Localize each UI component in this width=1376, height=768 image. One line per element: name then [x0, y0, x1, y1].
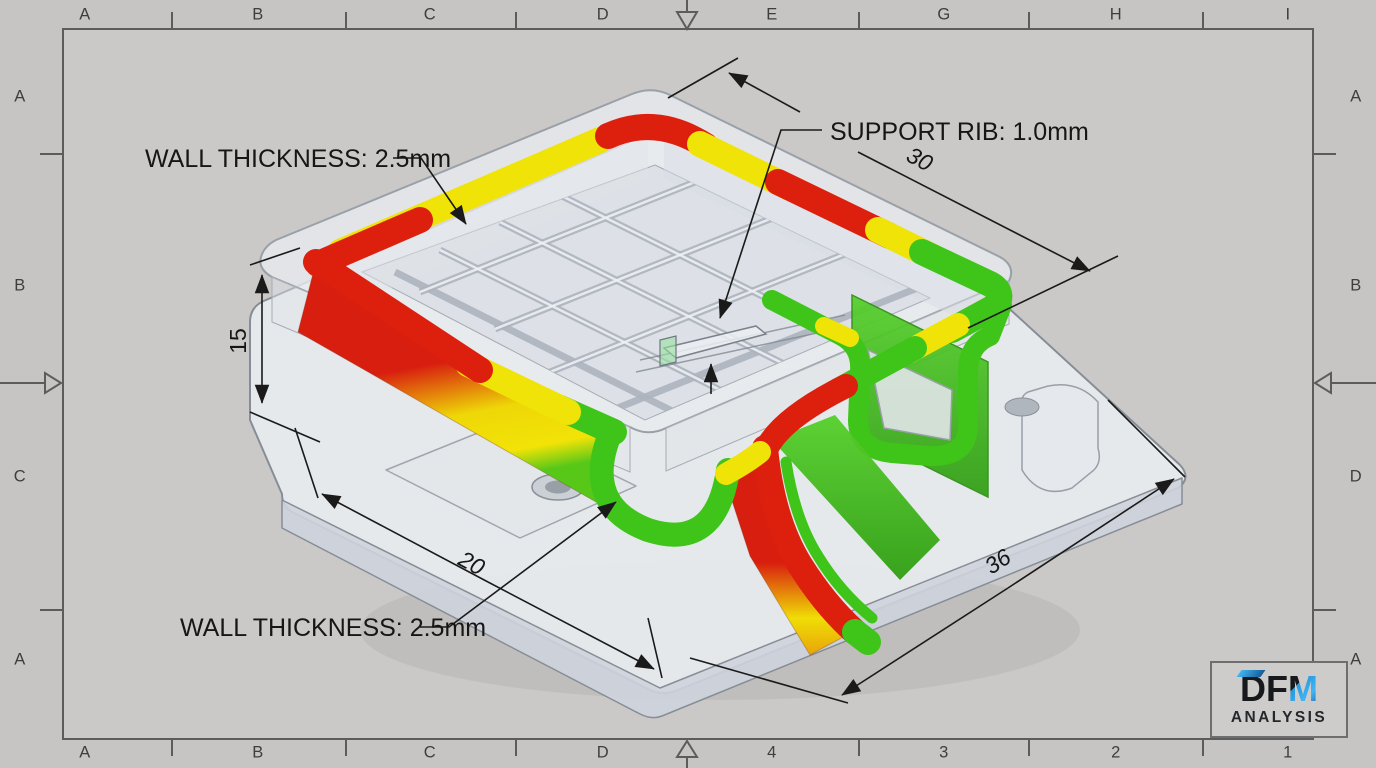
ruler-label: C	[13, 467, 27, 486]
ruler-label: B	[252, 743, 264, 762]
ruler-label: B	[252, 5, 264, 24]
dim-value-15: 15	[225, 328, 251, 354]
ruler-label: A	[14, 650, 26, 669]
ruler-label: 3	[939, 743, 949, 762]
ruler-label: B	[1350, 276, 1362, 295]
ruler-label: A	[79, 743, 91, 762]
dim-value-30: 30	[902, 141, 937, 176]
ruler-label: 4	[767, 743, 777, 762]
ruler-label: E	[766, 5, 778, 24]
ruler-label: B	[14, 276, 26, 295]
ruler-label: C	[423, 5, 437, 24]
ruler-label: H	[1109, 5, 1123, 24]
ruler-label: A	[1350, 650, 1362, 669]
ruler-label: C	[423, 743, 437, 762]
dfm-logo: DFM ANALYSIS	[1210, 661, 1348, 738]
annotation-support-rib: SUPPORT RIB: 1.0mm	[830, 118, 1089, 146]
green-saddle-wall	[762, 290, 1012, 499]
ruler-label: D	[1349, 467, 1363, 486]
ruler-label: A	[14, 87, 26, 106]
dfm-logo-subtitle: ANALYSIS	[1230, 708, 1328, 726]
annotation-wall-thickness-top: WALL THICKNESS: 2.5mm	[145, 145, 451, 173]
ruler-label: A	[1350, 87, 1362, 106]
ruler-label: 2	[1111, 743, 1121, 762]
dimension-lines	[249, 57, 1186, 704]
ruler-label: D	[596, 5, 610, 24]
annotation-leaders	[393, 129, 822, 628]
ruler-label: A	[79, 5, 91, 24]
dfm-logo-name: DFM	[1236, 670, 1318, 707]
dfm-logo-m: M	[1288, 668, 1318, 710]
annotation-wall-thickness-bottom: WALL THICKNESS: 2.5mm	[180, 614, 486, 642]
ruler-label: D	[596, 743, 610, 762]
heatmap-rim-band	[303, 114, 1013, 655]
ruler-label: 1	[1283, 743, 1293, 762]
ruler-label: I	[1285, 5, 1291, 24]
ruler-ticks	[40, 12, 1336, 756]
ruler-label: G	[937, 5, 951, 24]
